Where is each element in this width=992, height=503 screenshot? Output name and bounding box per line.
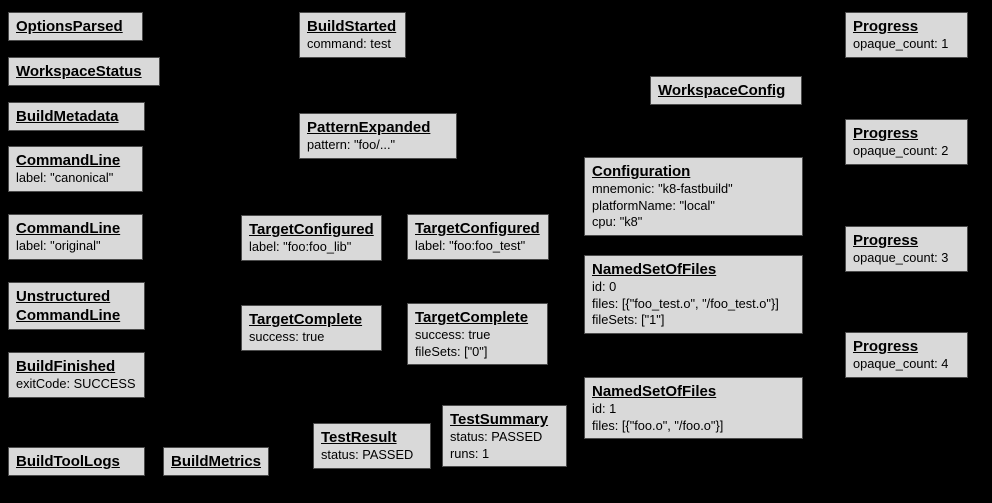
- event-box-target-complete-foo-test: TargetComplete success: true fileSets: […: [407, 303, 548, 365]
- event-attribute: pattern: "foo/...": [307, 137, 396, 152]
- event-title: NamedSetOfFiles: [592, 261, 717, 278]
- event-box-workspace-status: WorkspaceStatus: [8, 57, 160, 86]
- event-box-options-parsed: OptionsParsed: [8, 12, 143, 41]
- event-attribute: success: true: [415, 327, 491, 342]
- event-title-line2: CommandLine: [16, 307, 121, 324]
- event-title: TestSummary: [450, 411, 549, 428]
- event-attribute: platformName: "local": [592, 197, 715, 213]
- event-title: TestResult: [321, 429, 397, 446]
- event-attribute: label: "original": [16, 238, 101, 253]
- event-title: Progress: [853, 232, 919, 249]
- event-attribute: label: "foo:foo_test": [415, 238, 526, 253]
- event-box-progress-4: Progress opaque_count: 4: [845, 332, 968, 378]
- event-title: NamedSetOfFiles: [592, 383, 717, 400]
- event-box-build-finished: BuildFinished exitCode: SUCCESS: [8, 352, 145, 398]
- event-attribute: status: PASSED: [321, 447, 414, 462]
- event-title: WorkspaceStatus: [16, 63, 142, 80]
- event-attribute: mnemonic: "k8-fastbuild": [592, 181, 733, 196]
- event-box-target-configured-foo-lib: TargetConfigured label: "foo:foo_lib": [241, 215, 382, 261]
- event-title: PatternExpanded: [307, 119, 431, 136]
- event-attribute: runs: 1: [450, 445, 490, 461]
- event-box-pattern-expanded: PatternExpanded pattern: "foo/...": [299, 113, 457, 159]
- event-title: Configuration: [592, 163, 691, 180]
- event-box-workspace-config: WorkspaceConfig: [650, 76, 802, 105]
- event-title: CommandLine: [16, 152, 121, 169]
- event-box-configuration: Configuration mnemonic: "k8-fastbuild" p…: [584, 157, 803, 236]
- event-box-build-metadata: BuildMetadata: [8, 102, 145, 131]
- event-attribute: command: test: [307, 36, 391, 51]
- event-attribute: fileSets: ["0"]: [415, 343, 488, 359]
- event-attribute: label: "canonical": [16, 170, 114, 185]
- event-box-test-summary: TestSummary status: PASSED runs: 1: [442, 405, 567, 467]
- event-attribute: cpu: "k8": [592, 214, 643, 229]
- event-box-target-complete-foo-lib: TargetComplete success: true: [241, 305, 382, 351]
- event-title: TargetConfigured: [249, 221, 374, 238]
- event-attribute: id: 1: [592, 401, 617, 416]
- event-title: TargetConfigured: [415, 220, 540, 237]
- event-box-test-result: TestResult status: PASSED: [313, 423, 431, 469]
- event-attribute: opaque_count: 1: [853, 36, 949, 51]
- event-box-target-configured-foo-test: TargetConfigured label: "foo:foo_test": [407, 214, 549, 260]
- event-attribute: files: [{"foo.o", "/foo.o"}]: [592, 417, 724, 433]
- event-box-command-line-original: CommandLine label: "original": [8, 214, 143, 260]
- event-box-named-set-of-files-1: NamedSetOfFiles id: 1 files: [{"foo.o", …: [584, 377, 803, 439]
- event-attribute: status: PASSED: [450, 429, 543, 444]
- event-title: BuildToolLogs: [16, 453, 120, 470]
- event-title: BuildFinished: [16, 358, 116, 375]
- event-box-progress-2: Progress opaque_count: 2: [845, 119, 968, 165]
- event-title: OptionsParsed: [16, 18, 123, 35]
- event-attribute: opaque_count: 3: [853, 250, 949, 265]
- event-title: WorkspaceConfig: [658, 82, 786, 99]
- event-attribute: opaque_count: 4: [853, 356, 949, 371]
- event-attribute: fileSets: ["1"]: [592, 312, 665, 327]
- event-box-unstructured-command-line: Unstructured CommandLine: [8, 282, 145, 330]
- event-box-command-line-canonical: CommandLine label: "canonical": [8, 146, 143, 192]
- event-title: TargetComplete: [415, 309, 529, 326]
- event-box-progress-3: Progress opaque_count: 3: [845, 226, 968, 272]
- event-title: Unstructured: [16, 288, 111, 305]
- event-box-build-tool-logs: BuildToolLogs: [8, 447, 145, 476]
- event-title: TargetComplete: [249, 311, 363, 328]
- event-title: Progress: [853, 18, 919, 35]
- event-title: BuildMetrics: [171, 453, 262, 470]
- event-attribute: opaque_count: 2: [853, 143, 949, 158]
- event-title: CommandLine: [16, 220, 121, 237]
- event-attribute: success: true: [249, 329, 325, 344]
- event-attribute: id: 0: [592, 279, 617, 294]
- event-attribute: label: "foo:foo_lib": [249, 239, 352, 254]
- event-title: Progress: [853, 338, 919, 355]
- event-attribute: exitCode: SUCCESS: [16, 376, 136, 391]
- event-box-named-set-of-files-0: NamedSetOfFiles id: 0 files: [{"foo_test…: [584, 255, 803, 334]
- event-title: BuildStarted: [307, 18, 397, 35]
- event-box-build-metrics: BuildMetrics: [163, 447, 269, 476]
- event-attribute: files: [{"foo_test.o", "/foo_test.o"}]: [592, 295, 779, 311]
- event-title: BuildMetadata: [16, 108, 119, 125]
- event-box-build-started: BuildStarted command: test: [299, 12, 406, 58]
- event-title: Progress: [853, 125, 919, 142]
- event-box-progress-1: Progress opaque_count: 1: [845, 12, 968, 58]
